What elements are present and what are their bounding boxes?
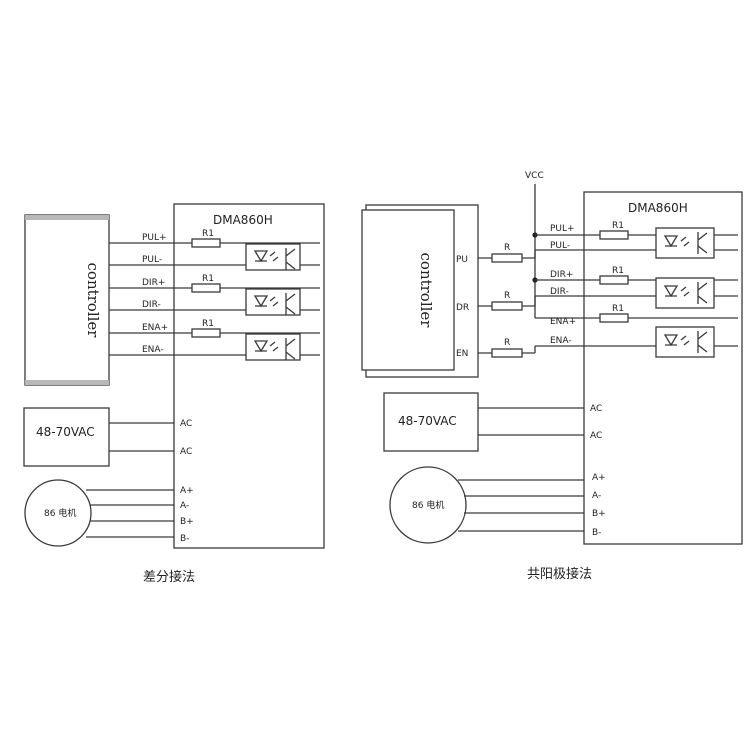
optocoupler <box>245 333 301 361</box>
power-supply-box <box>23 407 110 467</box>
signal-label: DIR- <box>550 287 569 297</box>
resistor-label: R1 <box>202 229 214 239</box>
driver-label: DMA860H <box>213 213 273 227</box>
external-resistor <box>491 253 523 263</box>
signal-label: ENA- <box>142 345 164 355</box>
motor-circle <box>24 479 92 547</box>
ac-label: AC <box>180 447 192 457</box>
optocoupler <box>245 288 301 316</box>
signal-label: DIR+ <box>142 278 165 288</box>
motor-pin-label: A+ <box>180 486 194 496</box>
controller-box <box>361 209 455 371</box>
external-resistor-label: R <box>504 291 510 301</box>
controller-pin-label: DR <box>456 303 469 313</box>
vcc-label: VCC <box>525 171 544 181</box>
optocoupler <box>655 277 715 309</box>
motor-pin-label: A- <box>592 491 601 501</box>
motor-pin-label: B- <box>180 534 189 544</box>
differential-wiring-diagram: controller DMA860H PUL+ PUL- DIR+ DIR- E… <box>23 203 325 585</box>
motor-pin-label: B+ <box>592 509 606 519</box>
controller-label: controller <box>417 253 435 329</box>
motor-pin-label: B- <box>592 528 601 538</box>
signal-label: PUL+ <box>142 233 167 243</box>
resistor-r1 <box>191 283 221 293</box>
signal-label: ENA- <box>550 336 572 346</box>
motor-pin-label: B+ <box>180 517 194 527</box>
resistor-r1 <box>191 328 221 338</box>
common-anode-wiring-diagram: VCC controller PU DR EN R R R DMA860H <box>361 171 743 582</box>
resistor-label: R1 <box>612 221 624 231</box>
signal-label: DIR- <box>142 300 161 310</box>
motor-label: 86 电机 <box>44 507 76 519</box>
optocoupler <box>655 227 715 259</box>
motor-circle <box>389 466 467 544</box>
signal-label: PUL+ <box>550 224 575 234</box>
signal-label: PUL- <box>550 241 570 251</box>
controller-box <box>24 214 110 386</box>
signal-label: PUL- <box>142 255 162 265</box>
motor-pin-label: A- <box>180 501 189 511</box>
external-resistor <box>491 301 523 311</box>
resistor-r1 <box>191 238 221 248</box>
resistor-label: R1 <box>202 274 214 284</box>
controller-pin-label: EN <box>456 349 468 359</box>
motor-pin-label: A+ <box>592 473 606 483</box>
external-resistor-label: R <box>504 243 510 253</box>
ac-label: AC <box>180 419 192 429</box>
optocoupler <box>245 243 301 271</box>
power-supply-box <box>383 392 479 452</box>
signal-label: ENA+ <box>550 317 576 327</box>
signal-label: ENA+ <box>142 323 168 333</box>
power-supply-label: 48-70VAC <box>398 414 457 428</box>
resistor-label: R1 <box>202 319 214 329</box>
signal-label: DIR+ <box>550 270 573 280</box>
caption-differential: 差分接法 <box>143 569 195 585</box>
resistor-label: R1 <box>612 266 624 276</box>
external-resistor <box>491 348 523 358</box>
controller-label: controller <box>84 263 102 339</box>
motor-label: 86 电机 <box>412 499 444 511</box>
power-supply-label: 48-70VAC <box>36 425 95 439</box>
ac-label: AC <box>590 404 602 414</box>
controller-pin-label: PU <box>456 255 468 265</box>
optocoupler <box>655 326 715 358</box>
resistor-r1 <box>599 275 629 285</box>
resistor-r1 <box>599 230 629 240</box>
driver-label: DMA860H <box>628 201 688 215</box>
external-resistor-label: R <box>504 338 510 348</box>
resistor-label: R1 <box>612 304 624 314</box>
caption-common-anode: 共阳极接法 <box>527 566 592 582</box>
ac-label: AC <box>590 431 602 441</box>
resistor-r1 <box>599 313 629 323</box>
